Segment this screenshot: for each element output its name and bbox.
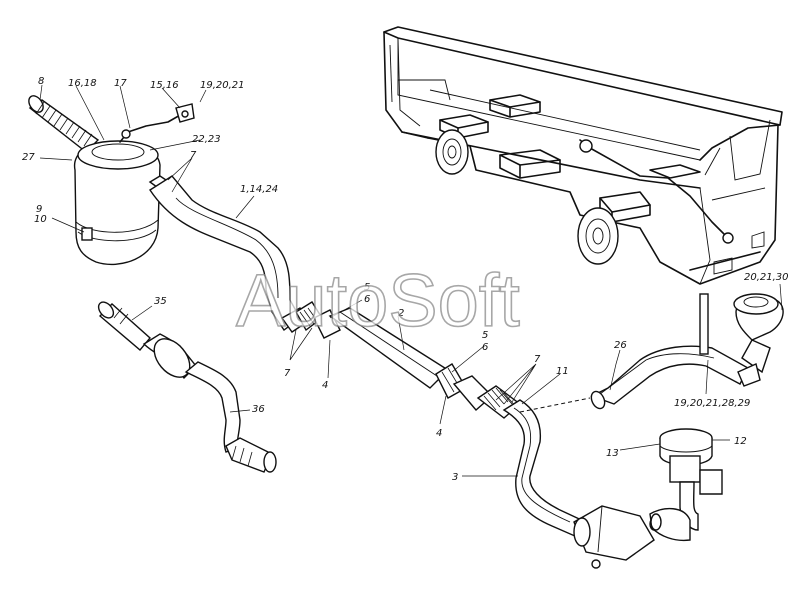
intake-hose <box>28 95 100 153</box>
water-separator <box>649 428 723 542</box>
silencer <box>573 505 659 569</box>
bus-outline <box>383 26 783 285</box>
callout-13: 13 <box>606 448 619 459</box>
leader-lines <box>39 84 783 477</box>
callout-19-20-21-28-29: 19,20,21,28,29 <box>674 398 750 409</box>
callout-1-14-24: 1,14,24 <box>240 184 278 195</box>
callout-35: 35 <box>154 296 167 307</box>
callout-7-right: 7 <box>534 354 541 365</box>
callout-labels: 8 16,18 17 15,16 19,20,21 22,23 7 27 9 1… <box>22 76 789 483</box>
intake-pipe <box>149 175 591 541</box>
callout-4-left: 4 <box>322 380 328 391</box>
callout-19-20-21: 19,20,21 <box>200 80 245 91</box>
callout-6-left: 6 <box>364 294 370 305</box>
callout-2: 2 <box>398 308 404 319</box>
callout-7-top: 7 <box>190 150 197 161</box>
callout-6-right: 6 <box>482 342 488 353</box>
callout-16-18: 16,18 <box>68 78 97 89</box>
callout-10: 10 <box>34 214 47 225</box>
callout-5-right: 5 <box>482 330 488 341</box>
alternative-pipe <box>97 301 277 473</box>
callout-17: 17 <box>114 78 127 89</box>
callout-15-16: 15,16 <box>150 80 179 91</box>
connection-dashed-line <box>519 397 591 413</box>
callout-4-right: 4 <box>436 428 442 439</box>
callout-22-23: 22,23 <box>192 134 221 145</box>
watermark: AutoSoft <box>236 259 520 342</box>
callout-36: 36 <box>252 404 265 415</box>
callout-26: 26 <box>614 340 627 351</box>
callout-27: 27 <box>22 152 35 163</box>
callout-7-mid: 7 <box>284 368 291 379</box>
callout-9: 9 <box>36 204 42 215</box>
callout-8: 8 <box>38 76 44 87</box>
callout-3: 3 <box>452 472 458 483</box>
callout-12: 12 <box>734 436 747 447</box>
callout-5-left: 5 <box>364 282 370 293</box>
callout-11: 11 <box>556 366 569 377</box>
cyclone-intake <box>590 293 784 410</box>
air-filter-assembly <box>28 95 195 266</box>
callout-20-21-30: 20,21,30 <box>744 272 789 283</box>
